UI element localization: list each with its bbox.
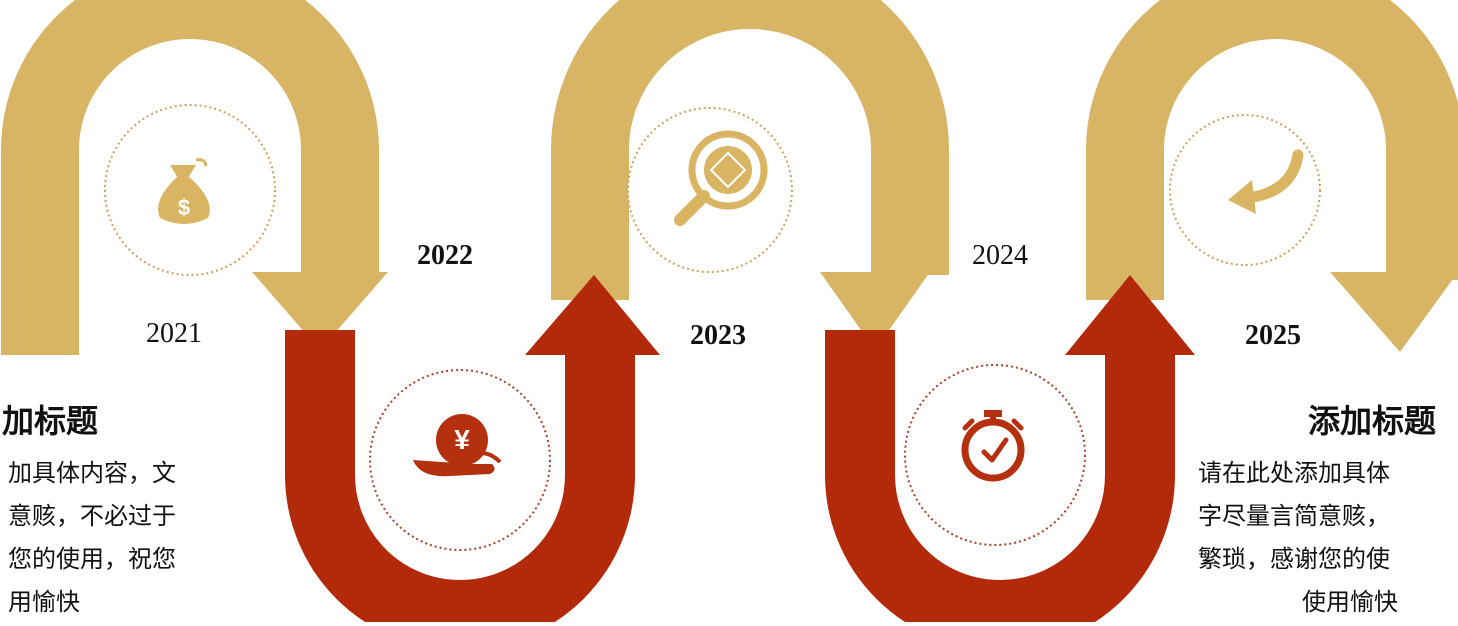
magnifier-icon [674, 130, 768, 226]
right-block-line-2: 字尽量言简意赅， [1198, 502, 1390, 530]
red-arrowhead-1 [525, 275, 660, 355]
right-block-line-1: 请在此处添加具体 [1198, 459, 1390, 487]
left-block-body: 加具体内容，文 意赅，不必过于 您的使用，祝您 用愉快 [8, 452, 176, 624]
year-label-2021: 2021 [146, 318, 202, 349]
red-arch-1 [285, 330, 635, 626]
red-arrowhead-2 [1065, 275, 1195, 355]
year-label-2023: 2023 [690, 320, 746, 351]
left-block-line-3: 您的使用，祝您 [8, 545, 176, 573]
svg-text:$: $ [178, 195, 190, 220]
left-block-line-2: 意赅，不必过于 [8, 502, 176, 530]
left-block-line-4: 用愉快 [8, 588, 80, 616]
left-block-title: 加标题 [2, 402, 99, 440]
yen-hand-icon: ¥ [413, 414, 502, 477]
right-block-body: 请在此处添加具体 字尽量言简意赅， 繁琐，感谢您的使 使用愉快 [1198, 452, 1398, 624]
gold-arrowhead-3 [1330, 272, 1458, 352]
year-label-2024: 2024 [972, 240, 1028, 271]
right-block-line-4: 使用愉快 [1302, 588, 1398, 616]
red-arch-2 [825, 330, 1175, 626]
right-block-title: 添加标题 [1308, 402, 1437, 440]
dotted-ring-3 [627, 107, 793, 273]
stopwatch-icon [961, 410, 1025, 482]
left-block-line-1: 加具体内容，文 [8, 459, 176, 487]
gold-arch-3 [1086, 0, 1458, 300]
gold-arrowhead-2 [820, 272, 930, 350]
year-label-2025: 2025 [1245, 320, 1301, 351]
return-arrow-icon [1228, 149, 1304, 214]
svg-text:¥: ¥ [454, 424, 470, 455]
gold-arch-2 [551, 0, 949, 300]
money-bag-icon: $ [158, 158, 210, 224]
gold-arch-1 [0, 0, 379, 355]
gold-arrowhead-1 [252, 272, 388, 350]
year-label-2022: 2022 [417, 240, 473, 271]
right-block-line-3: 繁琐，感谢您的使 [1198, 545, 1390, 573]
